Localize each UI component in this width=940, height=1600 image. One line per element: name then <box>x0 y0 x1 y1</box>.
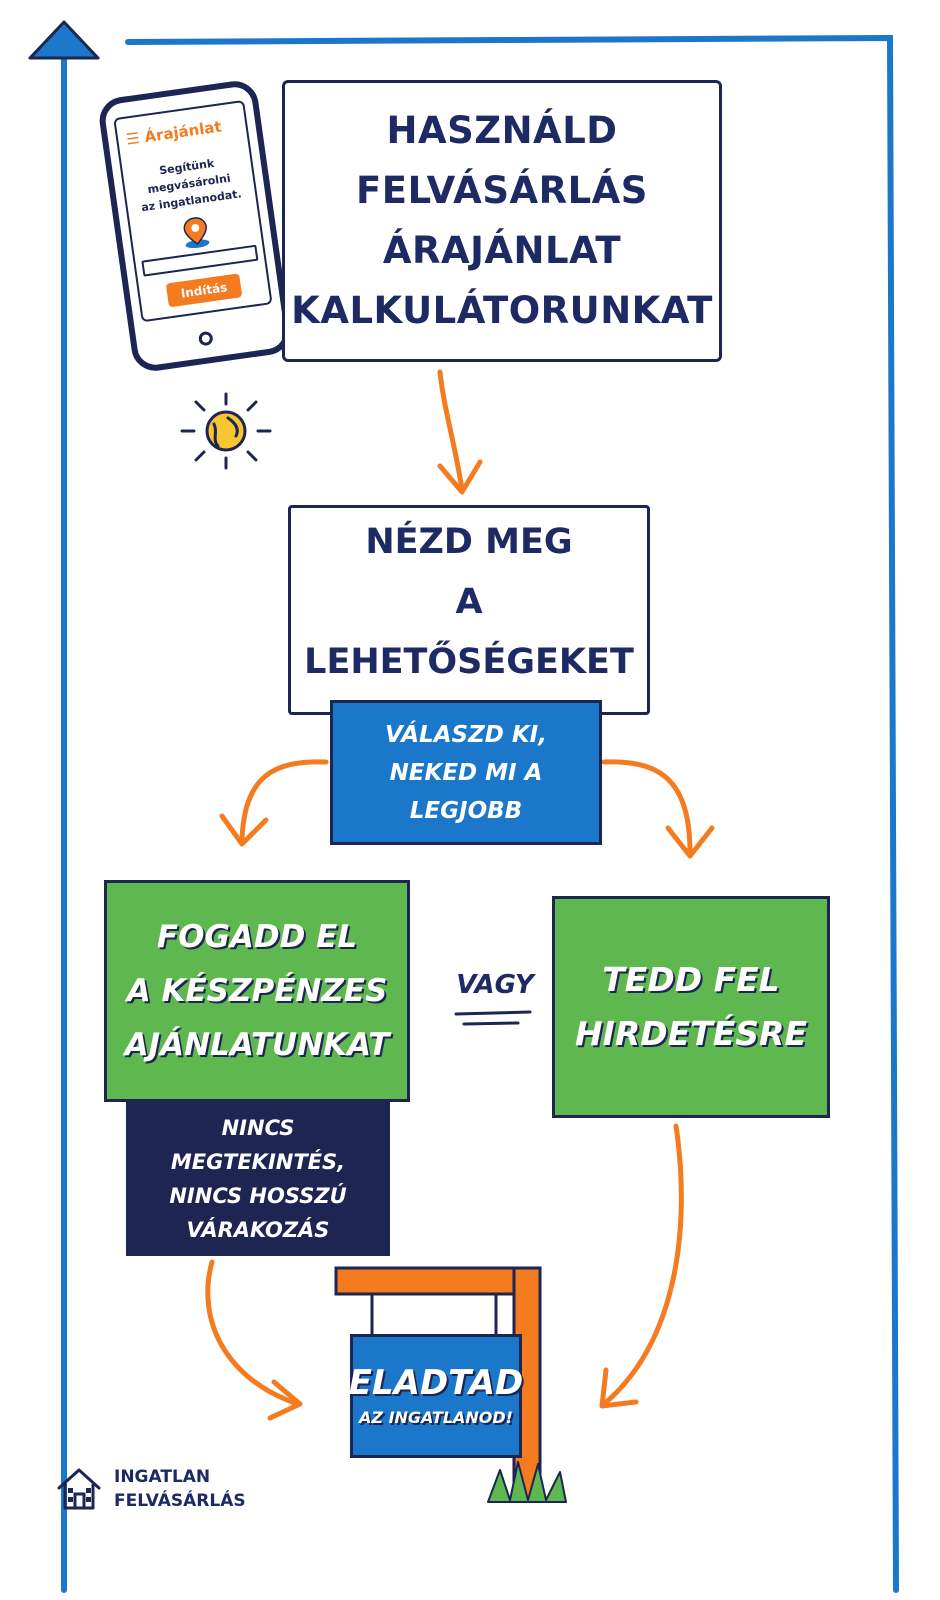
cash-option-note: Nincs megtekintés, nincs hosszú várakozá… <box>126 1102 390 1256</box>
phone-app-header: ☰Árajánlat <box>125 117 223 148</box>
brand-logo-line: FELVÁSÁRLÁS <box>114 1491 246 1511</box>
arrow-listing-to-result <box>601 1123 684 1407</box>
phone-mockup: ☰Árajánlat Segítünk megvásárolni az inga… <box>96 78 294 374</box>
menu-icon[interactable]: ☰ <box>125 128 141 149</box>
phone-app-name: Árajánlat <box>143 117 223 147</box>
cash-note-line: Nincs <box>221 1116 295 1140</box>
result-sign: Eladtad az ingatlanod! <box>348 1334 524 1458</box>
choose-line: Válaszd ki, <box>385 721 547 748</box>
arrow-to-listing-option <box>601 759 693 855</box>
arrow-listing-to-result-head <box>599 1367 639 1409</box>
step1-title-line: felvásárlás <box>356 169 648 212</box>
result-subtitle: az ingatlanod! <box>359 1408 513 1427</box>
arrow-to-cash-option-head <box>219 813 269 847</box>
step2-box: Nézd meg a lehetőségeket <box>288 505 650 715</box>
arrow-to-listing-option-head <box>665 825 715 859</box>
result-title: Eladtad <box>348 1363 524 1403</box>
arrow-step1-to-step2 <box>437 369 465 493</box>
phone-start-button[interactable]: Indítás <box>165 273 243 308</box>
grass-icon <box>487 1461 567 1503</box>
step1-title-line: Használd <box>386 109 618 152</box>
cash-option-line: Fogadd el <box>156 919 358 955</box>
home-button-icon[interactable] <box>197 330 214 347</box>
step2-title-line: a lehetőségeket <box>304 582 634 682</box>
arrow-step1-to-step2-head <box>437 459 483 495</box>
brand-logo: INGATLAN FELVÁSÁRLÁS <box>54 1464 246 1514</box>
step1-box: Használd felvásárlás árajánlat kalkuláto… <box>282 80 722 362</box>
brand-logo-line: INGATLAN <box>114 1467 211 1487</box>
phone-address-input[interactable] <box>141 244 259 277</box>
choose-line: neked mi a <box>389 759 543 786</box>
phone-tagline: Segítünk megvásárolni az ingatlanodat. <box>135 152 242 217</box>
step2-title-line: Nézd meg <box>365 522 573 562</box>
frame-border <box>61 34 899 1593</box>
house-logo-icon <box>57 1468 101 1510</box>
step1-title-line: árajánlat <box>382 229 622 272</box>
arrow-cash-to-result-head <box>267 1379 303 1421</box>
arrow-cash-to-result <box>205 1259 301 1407</box>
cash-option-line: a készpénzes <box>126 973 388 1009</box>
choose-box: Válaszd ki, neked mi a legjobb <box>330 700 602 845</box>
cash-option-box: Fogadd el a készpénzes ajánlatunkat <box>104 880 410 1102</box>
listing-option-box: Tedd fel hirdetésre <box>552 896 830 1118</box>
frame-arrow-tip <box>28 20 100 60</box>
sun-icon <box>180 392 272 470</box>
cash-note-line: megtekintés, <box>170 1150 346 1174</box>
step1-title-line: kalkulátorunkat <box>291 289 713 332</box>
phone-screen: ☰Árajánlat Segítünk megvásárolni az inga… <box>113 99 273 323</box>
cash-note-line: nincs hosszú <box>169 1184 347 1208</box>
brand-logo-text: INGATLAN FELVÁSÁRLÁS <box>114 1465 246 1513</box>
listing-option-line: Tedd fel <box>602 960 780 999</box>
listing-option-line: hirdetésre <box>574 1014 807 1053</box>
cash-option-line: ajánlatunkat <box>124 1027 390 1063</box>
location-pin-icon <box>183 217 210 249</box>
separator-label: vagy <box>456 970 534 1000</box>
cash-note-line: várakozás <box>186 1218 330 1242</box>
arrow-to-cash-option <box>239 759 329 843</box>
separator-underline <box>454 1010 532 1026</box>
choose-line: legjobb <box>409 797 523 824</box>
